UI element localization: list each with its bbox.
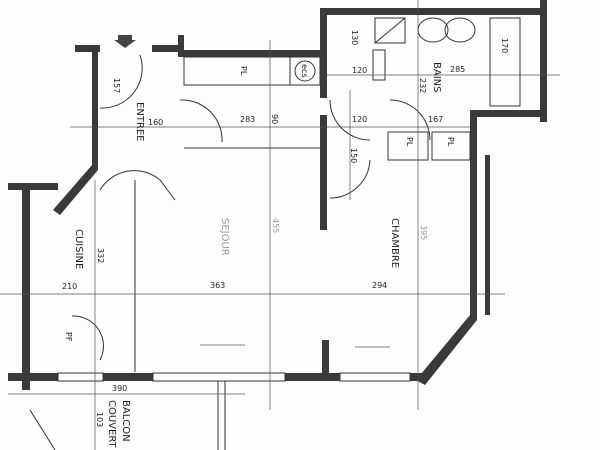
room-cuisine: CUISINE bbox=[73, 229, 84, 269]
room-entree: ENTREE bbox=[134, 102, 145, 142]
room-balcon-couvert: COUVERT bbox=[106, 400, 117, 449]
room-balcon: BALCON bbox=[120, 400, 131, 442]
room-bains: BAINS bbox=[431, 62, 442, 92]
dim-390: 390 bbox=[112, 384, 127, 393]
dim-285: 285 bbox=[450, 65, 465, 74]
dim-157: 157 bbox=[112, 78, 121, 93]
dim-130: 130 bbox=[350, 30, 359, 45]
dimension-lines bbox=[0, 0, 560, 450]
entry-arrow-icon bbox=[114, 35, 136, 48]
dim-90: 90 bbox=[270, 114, 279, 124]
dim-332: 332 bbox=[96, 248, 105, 263]
room-chambre: CHAMBRE bbox=[389, 218, 400, 268]
dim-167: 167 bbox=[428, 115, 443, 124]
dim-103: 103 bbox=[95, 412, 104, 427]
partitions bbox=[29, 17, 521, 450]
dim-395: 395 bbox=[419, 225, 428, 240]
dim-232: 232 bbox=[418, 78, 427, 93]
dim-150: 150 bbox=[349, 148, 358, 163]
walls bbox=[8, 0, 547, 390]
dim-120a: 120 bbox=[352, 115, 367, 124]
dim-363: 363 bbox=[210, 281, 225, 290]
room-sejour: SEJOUR bbox=[219, 218, 230, 256]
dim-160: 160 bbox=[148, 118, 163, 127]
fixture-pl-1: PL bbox=[239, 66, 248, 76]
dim-294: 294 bbox=[372, 281, 387, 290]
fixture-pf: PF bbox=[64, 332, 73, 342]
dim-120b: 120 bbox=[352, 66, 367, 75]
fixture-pl-2: PL bbox=[405, 137, 414, 147]
dim-283: 283 bbox=[240, 115, 255, 124]
dim-455: 455 bbox=[271, 218, 280, 233]
fixture-pl-3: PL bbox=[446, 137, 455, 147]
dim-210: 210 bbox=[62, 282, 77, 291]
room-wc: ecs bbox=[300, 64, 309, 78]
dim-170: 170 bbox=[500, 38, 509, 53]
